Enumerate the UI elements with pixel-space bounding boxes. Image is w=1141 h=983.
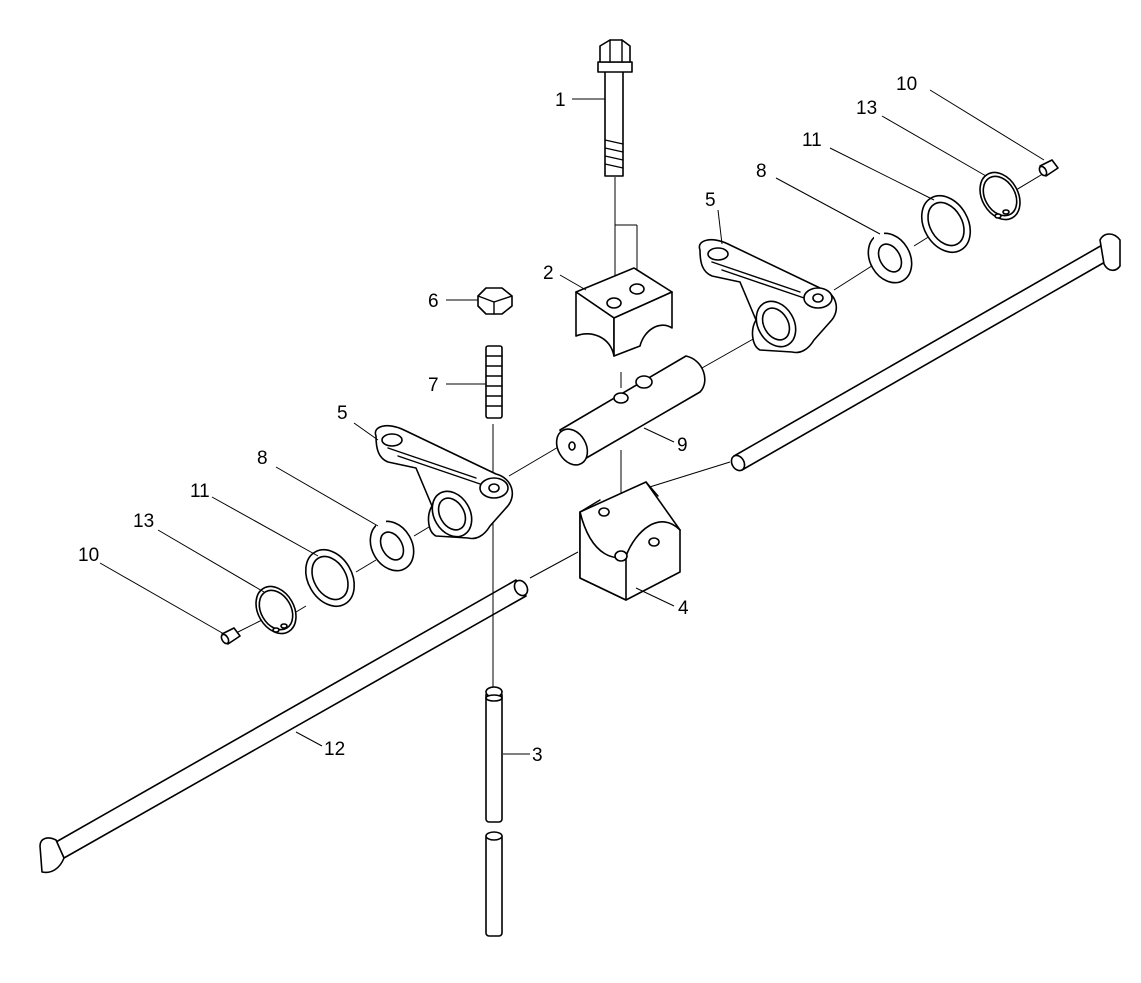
callout-8-left: 8: [257, 448, 268, 469]
callout-8-right: 8: [756, 161, 767, 182]
part-10-plug-left: [220, 627, 241, 645]
part-13-circlip-left: [255, 585, 297, 635]
part-5-rocker-arm-right: [698, 238, 838, 354]
part-13-circlip-right: [979, 171, 1021, 221]
callout-11-left: 11: [190, 481, 210, 502]
part-7-stud: [485, 345, 503, 419]
callout-10-left: 10: [78, 545, 99, 566]
callout-11-right: 11: [802, 130, 822, 151]
callout-13-left: 13: [133, 511, 154, 532]
callout-1: 1: [555, 90, 566, 111]
callout-13-right: 13: [856, 98, 877, 119]
callout-labels: 1 2 3 4 5 5 6 7 8 8 9 10 10 11 11 12 13 …: [78, 74, 917, 766]
part-11-washer-left: [304, 548, 356, 608]
callout-9: 9: [677, 435, 688, 456]
part-8-split-washer-left: [369, 520, 415, 572]
part-2-upper-bracket: [575, 267, 673, 357]
part-1-bolt: [597, 39, 633, 177]
callout-leader-lines: [99, 89, 1045, 755]
part-11-washer-right: [920, 194, 972, 254]
part-6-nut: [477, 287, 513, 315]
part-10-plug-right: [1038, 159, 1059, 177]
assembly-centerlines: [233, 171, 1047, 688]
callout-5-right: 5: [705, 190, 716, 211]
part-4-lower-bracket: [579, 481, 681, 601]
callout-4: 4: [678, 598, 689, 619]
callout-2: 2: [543, 263, 554, 284]
part-8-split-washer-right: [867, 232, 913, 284]
callout-12: 12: [324, 739, 345, 760]
callout-6: 6: [428, 291, 439, 312]
callout-5-left: 5: [337, 403, 348, 424]
callout-7: 7: [428, 375, 439, 396]
callout-3: 3: [532, 745, 543, 766]
part-5-rocker-arm-left: [374, 424, 514, 540]
part-3-pin: [485, 686, 503, 937]
part-9-sleeve: [555, 355, 706, 466]
callout-10-right: 10: [896, 74, 917, 95]
part-12-rocker-shaft: [39, 233, 1121, 874]
